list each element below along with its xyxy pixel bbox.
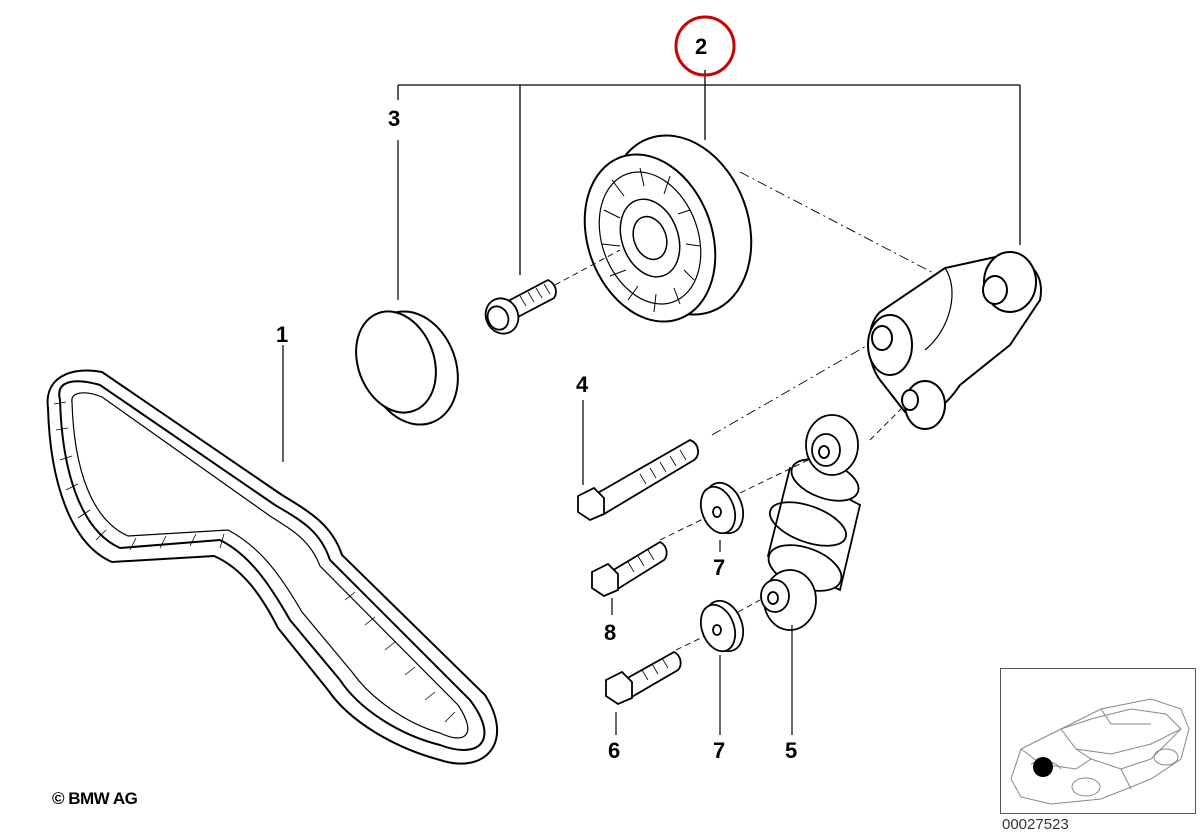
callout-3: 3 xyxy=(388,106,400,131)
callout-5: 5 xyxy=(785,738,797,763)
tensioner-bracket xyxy=(867,251,1042,430)
axis-line-washer-lower xyxy=(675,635,706,651)
axis-line-pulley-bracket xyxy=(739,171,986,301)
car-outline-icon xyxy=(1010,698,1190,805)
washer-upper xyxy=(699,481,745,535)
bolt-medium xyxy=(591,540,668,598)
callout-7-lower: 7 xyxy=(713,738,725,763)
callout-2: 2 xyxy=(695,34,707,59)
group-bracket xyxy=(397,70,1021,275)
axis-line-bracket-lower xyxy=(869,404,906,441)
hydraulic-damper xyxy=(760,414,862,631)
callout-7-upper: 7 xyxy=(713,555,725,580)
dust-cap xyxy=(355,310,459,426)
vehicle-locator-inset xyxy=(1000,668,1196,814)
washer-lower xyxy=(699,599,745,653)
idler-pulley xyxy=(583,134,753,323)
axis-line-damper-lower xyxy=(737,599,761,613)
diagram-number: 00027523 xyxy=(1002,816,1069,833)
callout-1: 1 xyxy=(276,322,288,347)
callout-6: 6 xyxy=(608,738,620,763)
highlight-circle xyxy=(674,15,736,77)
axis-line-damper-upper xyxy=(739,459,809,494)
copyright-text: © BMW AG xyxy=(52,789,138,808)
bolt-long xyxy=(577,439,699,522)
locator-dot xyxy=(1033,757,1053,777)
axis-line-washer-upper xyxy=(659,517,706,541)
drive-belt xyxy=(46,369,498,765)
pulley-bolt xyxy=(484,278,557,335)
bolt-short xyxy=(605,650,682,706)
callout-8: 8 xyxy=(604,620,616,645)
axis-line-pulley xyxy=(554,249,621,286)
callout-4: 4 xyxy=(576,372,589,397)
